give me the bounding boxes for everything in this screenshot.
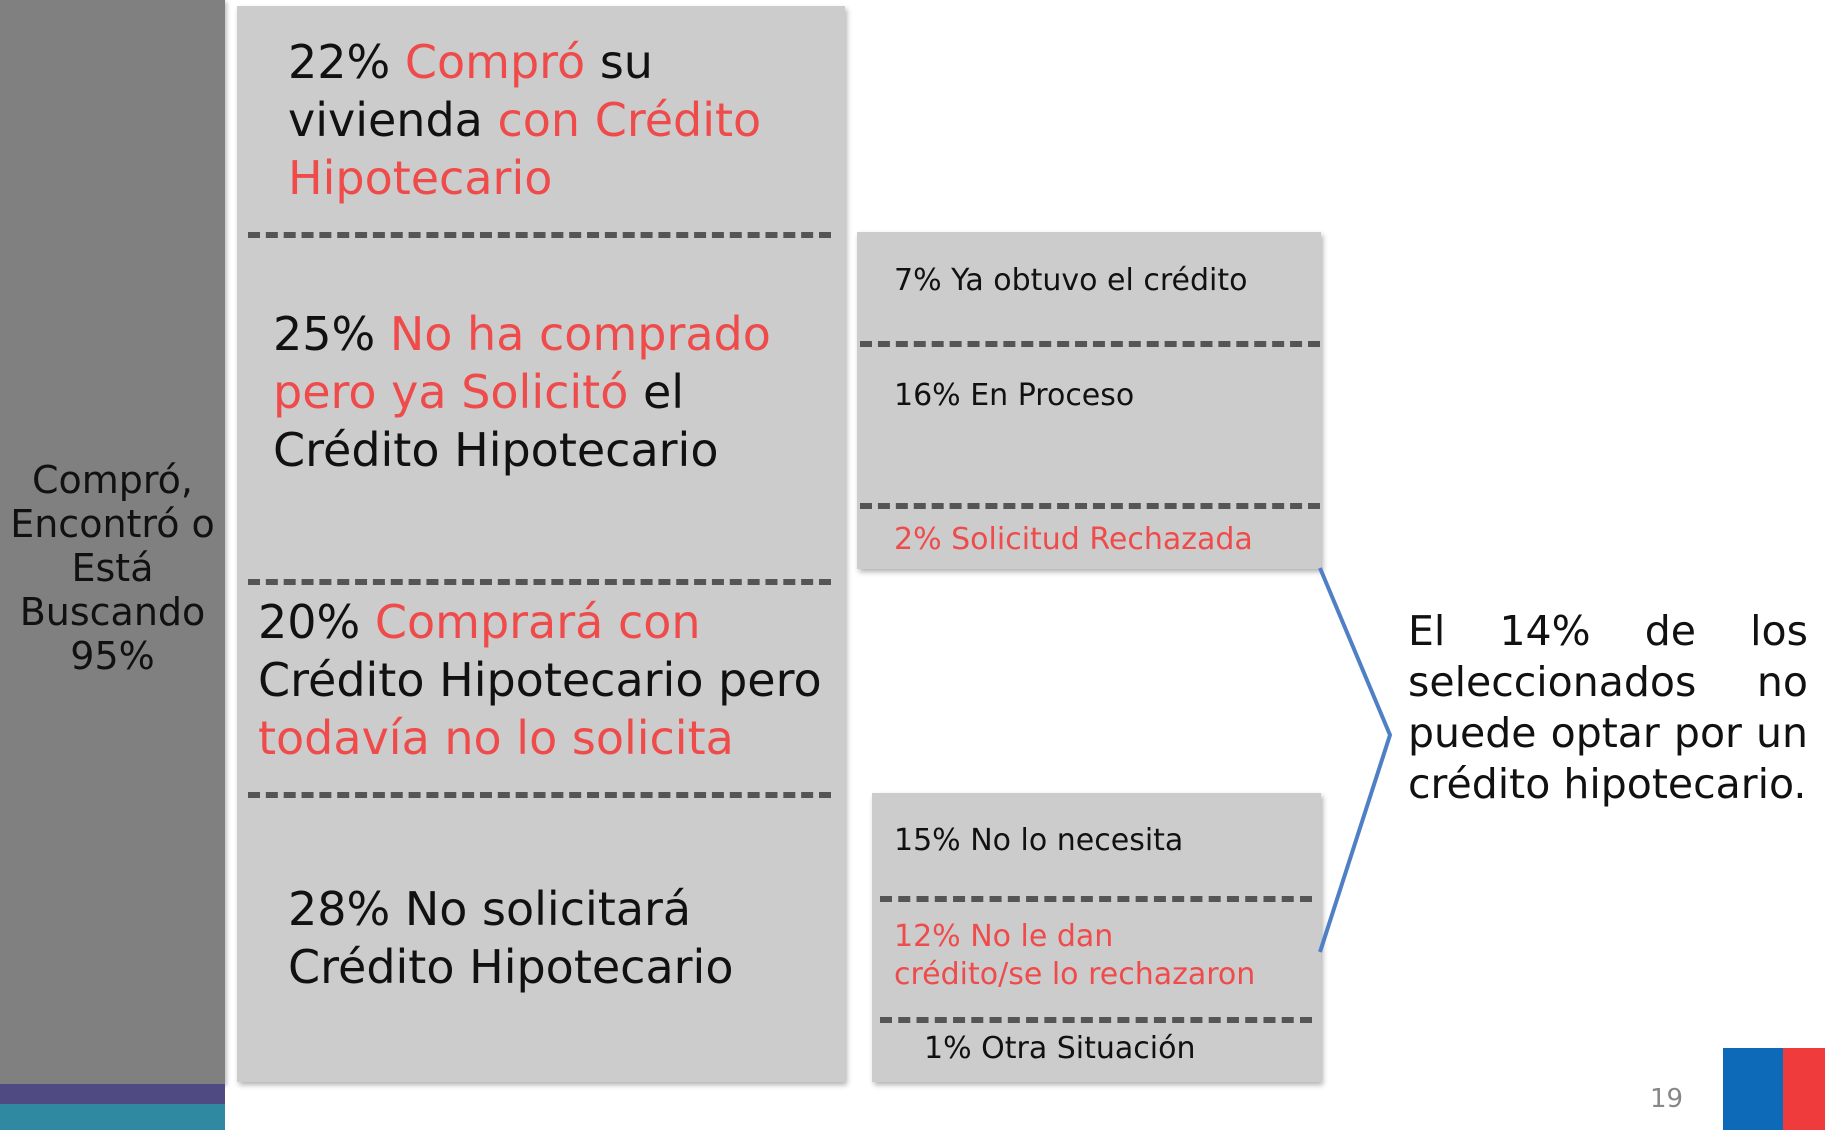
- block1-highlight: Compró: [404, 35, 586, 89]
- requested-credit-detail-panel: [857, 232, 1321, 569]
- logo-block-blue: [1723, 1048, 1783, 1130]
- detail-denied-line: 12% No le dan: [894, 919, 1114, 954]
- left-bar-label-line: 95%: [70, 634, 155, 678]
- left-bar-label-line: Buscando: [19, 590, 206, 634]
- decorative-strip-teal: [0, 1104, 225, 1130]
- no-request-detail-panel: [872, 793, 1321, 1082]
- block-will-buy-with-credit: 20% Comprará con Crédito Hipotecario per…: [258, 593, 822, 767]
- block-requested-credit: 25% No ha comprado pero ya Solicitó el C…: [273, 305, 771, 479]
- detail-denied-line: crédito/se lo rechazaron: [894, 957, 1256, 992]
- divider: [880, 896, 1312, 902]
- logo-block-red: [1783, 1048, 1825, 1130]
- summary-note: El 14% de los seleccionados no puede opt…: [1408, 607, 1808, 808]
- divider: [860, 341, 1320, 347]
- block-will-not-request: 28% No solicitará Crédito Hipotecario: [288, 880, 733, 996]
- block-purchased-with-credit: 22% Compró su vivienda con Crédito Hipot…: [288, 33, 761, 207]
- left-bar-label: Compró, Encontró o Está Buscando 95%: [0, 458, 225, 678]
- detail-rejected: 2% Solicitud Rechazada: [894, 522, 1253, 557]
- divider: [248, 232, 831, 238]
- divider: [880, 1017, 1312, 1023]
- block4-text: Crédito Hipotecario: [288, 940, 734, 994]
- block4-text: 28% No solicitará: [288, 882, 692, 936]
- block1-percent: 22%: [288, 35, 391, 89]
- left-summary-bar: [0, 0, 225, 1084]
- block3-percent: 20%: [258, 595, 361, 649]
- block2-highlight: pero ya Solicitó: [273, 365, 629, 419]
- block3-highlight: todavía no lo solicita: [258, 711, 734, 765]
- detail-not-needed: 15% No lo necesita: [894, 823, 1184, 858]
- divider: [860, 503, 1320, 509]
- bracket-connector: [1318, 567, 1392, 953]
- middle-breakdown-panel: [237, 6, 845, 1082]
- block1-text: vivienda: [288, 93, 483, 147]
- detail-denied: 12% No le dan crédito/se lo rechazaron: [894, 918, 1255, 994]
- block1-highlight: con Crédito: [497, 93, 762, 147]
- page-number: 19: [1650, 1084, 1684, 1114]
- detail-other: 1% Otra Situación: [924, 1031, 1196, 1066]
- left-bar-label-line: Compró,: [31, 458, 194, 502]
- block1-text: su: [599, 35, 653, 89]
- block2-text: el: [642, 365, 685, 419]
- detail-obtained: 7% Ya obtuvo el crédito: [894, 263, 1248, 298]
- block2-highlight: No ha comprado: [389, 307, 771, 361]
- left-bar-label-line: Encontró o: [10, 502, 215, 546]
- block3-text: Crédito Hipotecario pero: [258, 653, 822, 707]
- divider: [248, 579, 831, 585]
- block2-percent: 25%: [273, 307, 376, 361]
- divider: [248, 792, 831, 798]
- bracket-line: [1318, 567, 1392, 953]
- decorative-strip-purple: [0, 1084, 225, 1104]
- block2-text: Crédito Hipotecario: [273, 423, 719, 477]
- block3-highlight: Comprará con: [374, 595, 701, 649]
- block1-highlight: Hipotecario: [288, 151, 553, 205]
- left-bar-label-line: Está: [71, 546, 154, 590]
- detail-in-process: 16% En Proceso: [894, 378, 1135, 413]
